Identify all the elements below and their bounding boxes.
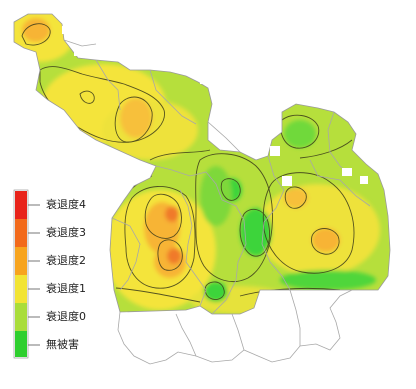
region-outline xyxy=(13,13,391,315)
zone-none xyxy=(284,120,316,148)
legend-swatch-level4 xyxy=(15,191,27,219)
legend-label-none: 無被害 xyxy=(46,338,79,351)
legend-swatch-level1 xyxy=(15,275,27,303)
legend-ticks xyxy=(28,204,40,346)
zone-none xyxy=(280,270,376,290)
unsurveyed-patches xyxy=(62,26,368,186)
boundary-lines xyxy=(13,13,391,365)
zone-level2 xyxy=(284,188,308,208)
zone-level2 xyxy=(22,18,50,42)
legend-label-level0: 衰退度0 xyxy=(46,310,86,323)
zone-level3 xyxy=(167,248,181,264)
legend-color-bar xyxy=(13,189,40,359)
legend-label-level1: 衰退度1 xyxy=(46,282,86,295)
contour-lines xyxy=(21,23,355,303)
zone-none xyxy=(240,208,272,256)
legend-swatch-level2 xyxy=(15,247,27,275)
legend-label-level4: 衰退度4 xyxy=(46,198,86,211)
legend-swatch-level0 xyxy=(15,303,27,331)
legend-swatch-level3 xyxy=(15,219,27,247)
zone-level2 xyxy=(312,228,340,252)
legend-label-level2: 衰退度2 xyxy=(46,254,86,267)
zone-level2 xyxy=(120,98,152,138)
legend-swatch-none xyxy=(15,331,27,357)
zone-level3 xyxy=(165,206,179,222)
zone-none xyxy=(200,166,232,226)
legend-label-level3: 衰退度3 xyxy=(46,226,86,239)
